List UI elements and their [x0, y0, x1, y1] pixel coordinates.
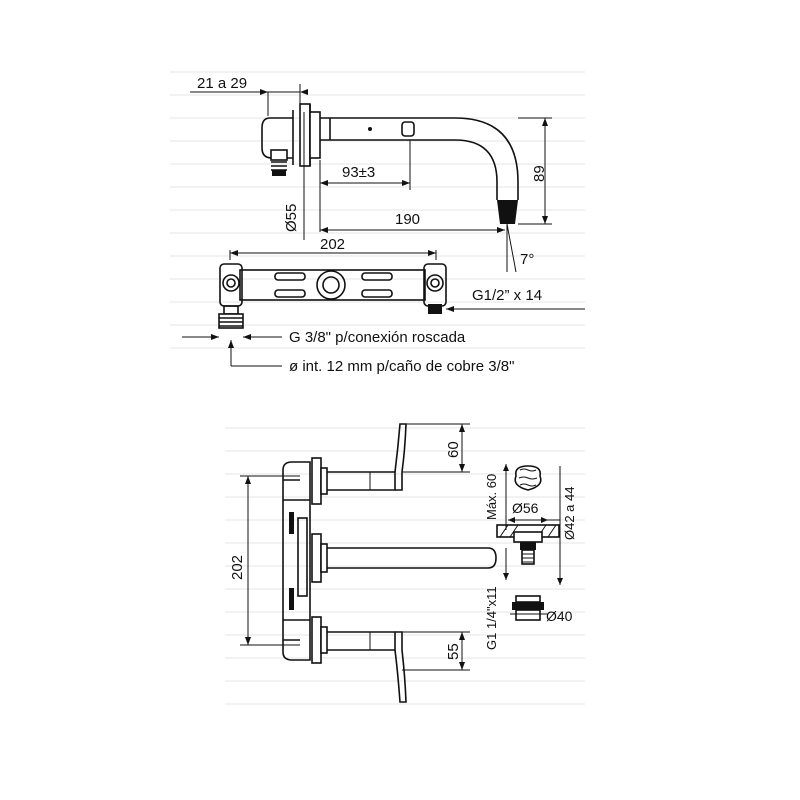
drain-nut-label: Ø40: [546, 608, 573, 624]
drain-max-label: Máx. 60: [484, 474, 499, 520]
thread-spout-label: G1/2” x 14: [472, 287, 542, 304]
drain-range-label: Ø42 a 44: [562, 487, 577, 541]
pipe-note-label: ø int. 12 mm p/caño de cobre 3/8": [289, 358, 514, 375]
front-dim-handle-bottom-label: 55: [445, 643, 462, 660]
front-dim-handle-top-label: 60: [445, 441, 462, 458]
dim-wall-label: 21 a 29: [197, 75, 247, 92]
front-view: [240, 423, 497, 703]
dim-angle-label: 7°: [520, 251, 534, 268]
drain-thread-label: G1 1/4"x11: [484, 586, 499, 650]
dim-reach-offset-label: 93±3: [342, 164, 375, 181]
dim-rosette-label: Ø55: [283, 204, 300, 232]
drain-detail: [496, 464, 563, 621]
rough-in-plan-view: [182, 250, 585, 367]
side-profile-dimensions: [190, 84, 552, 273]
side-profile-view: [261, 103, 519, 232]
thread-inlet-label: G 3/8" p/conexión roscada: [289, 329, 466, 346]
front-dim-height-label: 202: [229, 555, 246, 580]
dim-width-label: 202: [320, 236, 345, 253]
dim-reach-label: 190: [395, 211, 420, 228]
drain-cap-label: Ø56: [512, 500, 539, 516]
dim-height-label: 89: [531, 165, 548, 182]
